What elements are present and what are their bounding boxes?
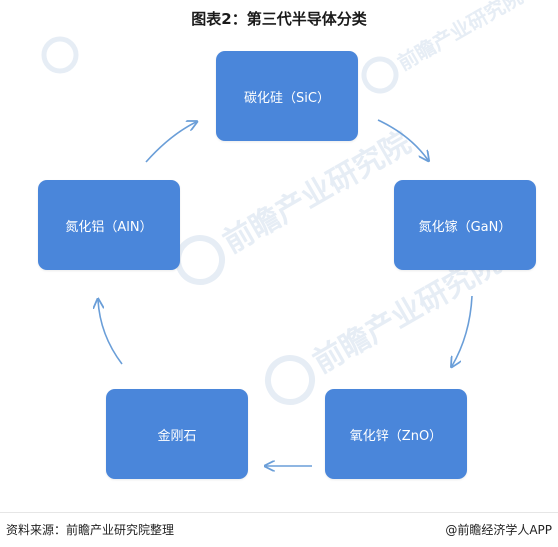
node-label: 氮化铝（AlN） — [65, 219, 153, 235]
watermark-upper-left — [41, 36, 79, 74]
node-aluminum-nitride: 氮化铝（AlN） — [38, 180, 180, 270]
footer: 资料来源：前瞻产业研究院整理 @前瞻经济学人APP — [0, 512, 558, 547]
qianzhan-logo-icon — [175, 235, 225, 285]
arrow-gan-to-zno — [452, 295, 473, 366]
node-gallium-nitride: 氮化镓（GaN） — [394, 180, 536, 270]
node-silicon-carbide: 碳化硅（SiC） — [216, 51, 358, 141]
node-label: 金刚石 — [157, 428, 197, 444]
credit-note: @前瞻经济学人APP — [445, 523, 552, 537]
arrow-dia-to-aln — [98, 300, 123, 365]
node-label: 氮化镓（GaN） — [418, 219, 512, 235]
arrow-aln-to-sic — [145, 122, 196, 163]
page-title: 图表2：第三代半导体分类 — [191, 10, 367, 28]
node-zinc-oxide: 氧化锌（ZnO） — [325, 389, 467, 479]
arrow-sic-to-gan — [377, 119, 428, 160]
qianzhan-logo-icon — [41, 36, 79, 74]
node-label: 氧化锌（ZnO） — [349, 428, 443, 444]
source-note: 资料来源：前瞻产业研究院整理 — [6, 523, 175, 537]
node-label: 碳化硅（SiC） — [244, 90, 330, 106]
qianzhan-logo-icon — [265, 355, 315, 405]
node-diamond: 金刚石 — [106, 389, 248, 479]
qianzhan-logo-icon — [361, 56, 399, 94]
